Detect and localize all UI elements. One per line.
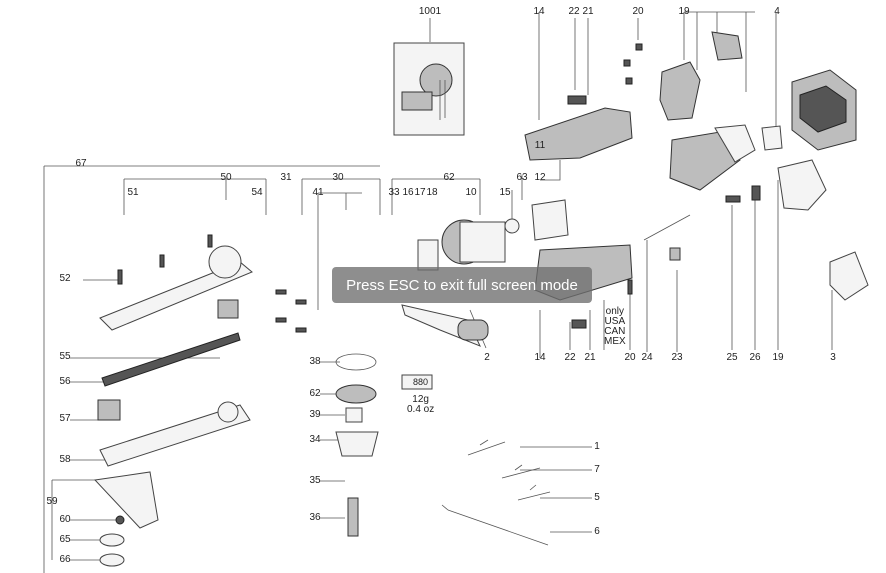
part-label: 52 — [59, 273, 71, 284]
part-label: 1 — [594, 441, 600, 452]
part-label: 57 — [59, 413, 71, 424]
part-label: 38 — [309, 356, 321, 367]
part-label: 7 — [594, 464, 600, 475]
part-label: 17 — [414, 187, 426, 198]
fullscreen-exit-banner[interactable]: Press ESC to exit full screen mode — [332, 267, 592, 303]
part-label: 35 — [309, 475, 321, 486]
part-label: 15 — [499, 187, 511, 198]
part-label: 2 — [484, 352, 490, 363]
part-label: 34 — [309, 434, 321, 445]
part-label: 19 — [772, 352, 784, 363]
part-label: 67 — [75, 158, 87, 169]
part-label: 59 — [46, 496, 58, 507]
part-label: 63 — [516, 172, 528, 183]
part-label: 51 — [127, 187, 139, 198]
part-label: 4 — [774, 6, 780, 17]
part-label: 36 — [309, 512, 321, 523]
part-label: 19 — [678, 6, 690, 17]
part-label: 23 — [671, 352, 683, 363]
part-label: 41 — [312, 187, 324, 198]
wrenches — [441, 439, 551, 546]
battery-pack — [791, 69, 857, 151]
part-label: 30 — [332, 172, 344, 183]
part-label: 14 — [534, 352, 546, 363]
part-label: 22 — [568, 6, 580, 17]
part-label: 12 — [534, 172, 546, 183]
part-label: 6 — [594, 526, 600, 537]
part-label: 3 — [830, 352, 836, 363]
part-label: 18 — [426, 187, 438, 198]
part-label: 31 — [280, 172, 292, 183]
part-label: 5 — [594, 492, 600, 503]
part-label: 39 — [309, 409, 321, 420]
part-label: 21 — [584, 352, 596, 363]
handle-cover — [777, 159, 869, 301]
part-label: 33 — [388, 187, 400, 198]
fullscreen-exit-message: Press ESC to exit full screen mode — [346, 276, 578, 294]
part-label: 11 — [534, 140, 546, 151]
part-label: 25 — [726, 352, 738, 363]
part-label: 62 — [443, 172, 455, 183]
region-note: only USA CAN MEX — [604, 306, 626, 347]
belt-arm-parts — [93, 245, 253, 567]
grease-weight-note: 12g 0.4 oz — [407, 394, 435, 415]
part-label: 66 — [59, 554, 71, 565]
part-label: 24 — [641, 352, 653, 363]
part-label: 1001 — [418, 6, 442, 17]
part-label: 20 — [632, 6, 644, 17]
electronics-assembly — [659, 31, 783, 191]
armature — [417, 199, 569, 271]
part-label: 55 — [59, 351, 71, 362]
spindle-parts — [335, 353, 433, 537]
inset-1001-detail — [393, 42, 465, 136]
part-label: 14 — [533, 6, 545, 17]
part-label: 54 — [251, 187, 263, 198]
leader-lines — [43, 11, 833, 573]
part-label: 10 — [465, 187, 477, 198]
part-label: 16 — [402, 187, 414, 198]
part-label: 21 — [582, 6, 594, 17]
grease-tube-label: 880 — [413, 377, 429, 387]
part-label: 58 — [59, 454, 71, 465]
side-handle — [401, 304, 489, 347]
part-label: 50 — [220, 172, 232, 183]
part-label: 62 — [309, 388, 321, 399]
part-label: 26 — [749, 352, 761, 363]
part-label: 60 — [59, 514, 71, 525]
part-label: 65 — [59, 534, 71, 545]
part-label: 22 — [564, 352, 576, 363]
part-label: 56 — [59, 376, 71, 387]
part-label: 20 — [624, 352, 636, 363]
screws — [117, 43, 761, 333]
